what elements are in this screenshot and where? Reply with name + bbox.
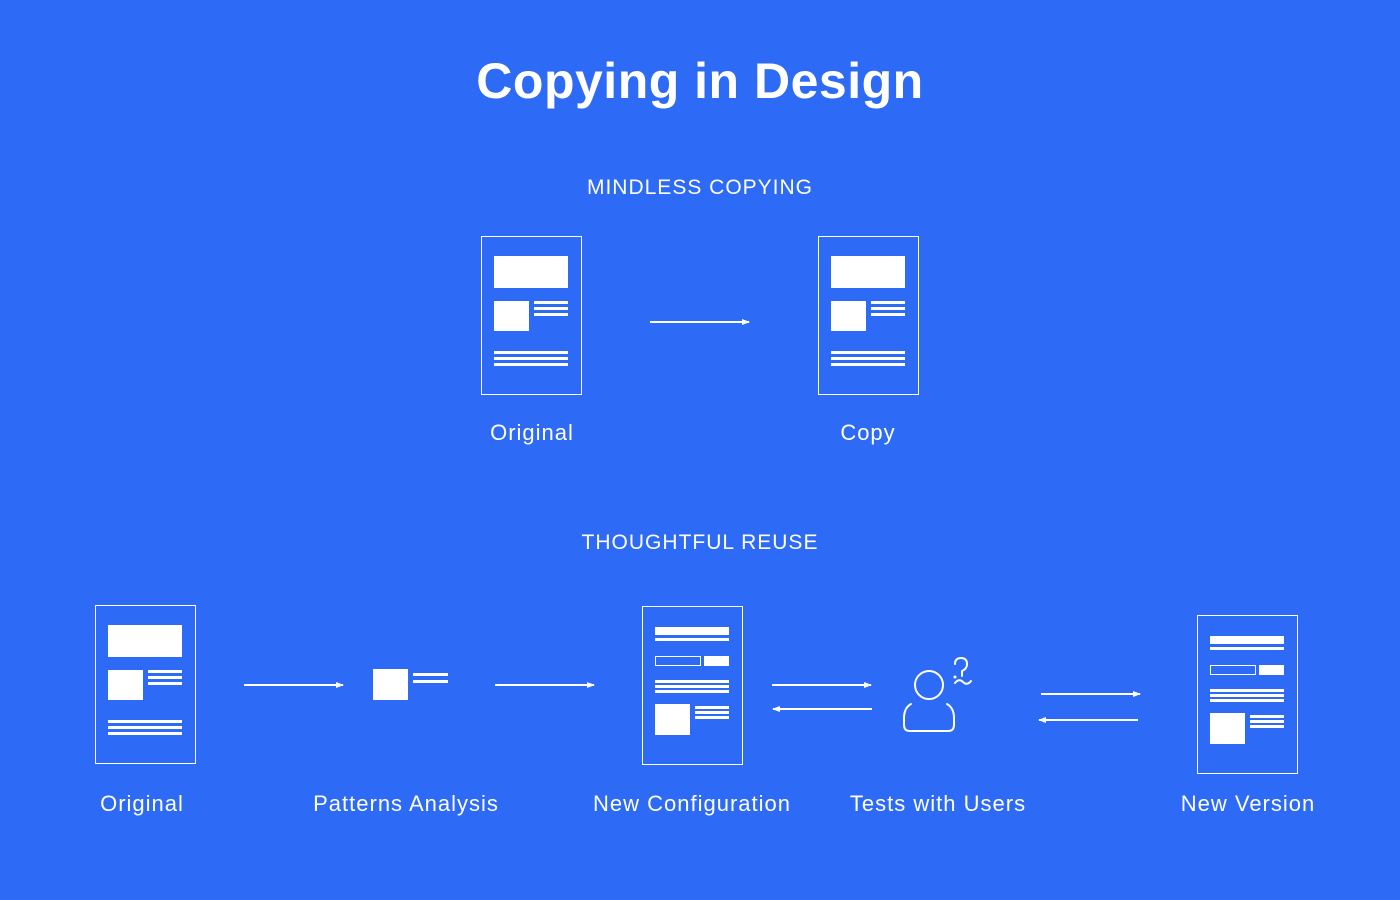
patterns-analysis-label: Patterns Analysis xyxy=(313,791,499,816)
patterns-analysis-icon xyxy=(372,668,450,702)
new-version-document xyxy=(1197,615,1298,774)
reuse-original-label: Original xyxy=(100,791,184,816)
thoughtful-reuse-heading: THOUGHTFUL REUSE xyxy=(581,531,819,554)
new-configuration-label: New Configuration xyxy=(593,791,791,816)
mindless-copy-document xyxy=(818,236,919,395)
mindless-original-document xyxy=(481,236,582,395)
new-configuration-document xyxy=(642,606,743,765)
new-version-label: New Version xyxy=(1180,791,1316,816)
diagram-title: Copying in Design xyxy=(476,53,924,109)
mindless-copying-heading: MINDLESS COPYING xyxy=(586,176,814,199)
tests-with-users-label: Tests with Users xyxy=(849,791,1027,816)
user-question-icon xyxy=(900,656,976,736)
reuse-original-document xyxy=(95,605,196,764)
mindless-original-label: Original xyxy=(490,420,574,445)
mindless-copy-label: Copy xyxy=(840,420,896,445)
